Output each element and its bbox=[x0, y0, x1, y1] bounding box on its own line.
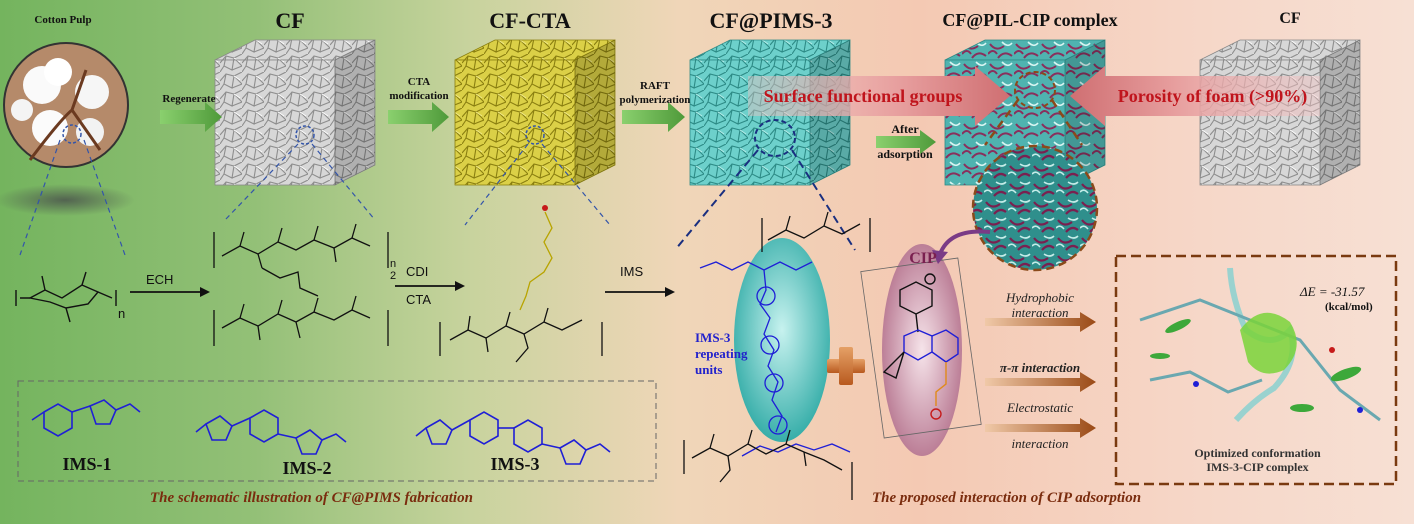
raft-polymerization-arrow bbox=[622, 102, 685, 132]
cip-label: CIP bbox=[909, 250, 937, 267]
ims3-label: IMS-3 bbox=[490, 454, 540, 474]
cotton-pulp-title: Cotton Pulp bbox=[34, 14, 92, 26]
conformation-box bbox=[1114, 254, 1398, 486]
energy-value: ΔE = -31.57 bbox=[1300, 284, 1365, 299]
cotton-pulp-photo bbox=[0, 42, 135, 216]
pi-pi-label: π-π interaction bbox=[999, 360, 1081, 375]
ech-label: ECH bbox=[146, 272, 174, 287]
zoom-curved-arrow bbox=[938, 229, 991, 255]
cip-molecule-oval bbox=[882, 244, 962, 456]
cf-pims3-title: CF@PIMS-3 bbox=[709, 8, 833, 33]
regenerate-label: Regenerate bbox=[162, 93, 216, 105]
raft-label-1: RAFT bbox=[640, 80, 670, 92]
energy-unit: (kcal/mol) bbox=[1325, 301, 1373, 313]
monomers-box bbox=[17, 380, 657, 482]
ims-label: IMS bbox=[620, 264, 644, 279]
electrostatic-label-1: Electrostatic bbox=[1007, 400, 1073, 415]
electrostatic-label-2: interaction bbox=[1011, 436, 1069, 451]
ims3-repeating-label: IMS-3 repeating units bbox=[695, 330, 765, 378]
cta-modification-label-2: modification bbox=[389, 90, 449, 102]
porosity-banner: Porosity of foam (>90%) bbox=[1117, 85, 1308, 106]
after-adsorption-label-2: adsorption bbox=[877, 147, 933, 161]
surface-functional-groups-banner: Surface functional groups bbox=[763, 85, 963, 106]
electrostatic-arrow bbox=[985, 418, 1096, 438]
hydrophobic-label-2: interaction bbox=[1011, 305, 1069, 320]
optimized-conformation-render bbox=[1139, 267, 1381, 423]
ims1-structure bbox=[31, 399, 141, 437]
conformation-caption-2: IMS-3-CIP complex bbox=[1206, 460, 1309, 474]
ims3-repeating-units-oval bbox=[734, 238, 830, 442]
left-caption: The schematic illustration of CF@PIMS fa… bbox=[150, 490, 473, 506]
ims3-structure bbox=[415, 411, 611, 465]
n2-subscript: n bbox=[390, 258, 397, 270]
fiber-zoom-circle bbox=[971, 144, 1099, 272]
raft-label-2: polymerization bbox=[619, 94, 691, 106]
regenerate-arrow bbox=[160, 102, 222, 132]
frac-den: 2 bbox=[390, 270, 397, 282]
cellulose-unit-structure bbox=[15, 271, 117, 323]
ims2-label: IMS-2 bbox=[282, 458, 332, 478]
ims2-structure bbox=[195, 409, 347, 455]
porosity-banner-arrow bbox=[1070, 66, 1320, 126]
after-adsorption-arrow bbox=[876, 130, 936, 154]
cf-pil-cip-title: CF@PIL-CIP complex bbox=[942, 10, 1118, 30]
ims3-repeating-label-1: IMS-3 bbox=[695, 330, 731, 345]
cta-label: CTA bbox=[406, 292, 432, 307]
hydrophobic-arrow bbox=[985, 312, 1096, 332]
surface-banner-arrow bbox=[748, 66, 1010, 126]
pi-pi-arrow bbox=[985, 372, 1096, 392]
right-caption: The proposed interaction of CIP adsorpti… bbox=[872, 490, 1142, 506]
cf-title: CF bbox=[275, 8, 305, 33]
crosslinked-cellulose-structure bbox=[213, 223, 389, 346]
plus-sign bbox=[827, 347, 865, 385]
ims1-label: IMS-1 bbox=[62, 454, 112, 474]
conformation-caption-1: Optimized conformation bbox=[1194, 446, 1321, 460]
hydrophobic-label-1: Hydrophobic bbox=[1005, 290, 1075, 305]
conformation-caption: Optimized conformation IMS-3-CIP complex bbox=[1150, 446, 1365, 474]
cf-right-title: CF bbox=[1279, 10, 1301, 27]
cdi-label: CDI bbox=[406, 264, 429, 279]
cf-cta-structure bbox=[439, 205, 603, 363]
cf-foam-cube bbox=[214, 39, 376, 186]
cf-cta-title: CF-CTA bbox=[489, 8, 571, 33]
cta-modification-arrow bbox=[388, 102, 449, 132]
cta-modification-label-1: CTA bbox=[407, 76, 431, 88]
after-adsorption-label-1: After bbox=[891, 122, 919, 136]
ims3-repeating-label-2: repeating bbox=[695, 346, 748, 361]
cf-cta-foam-cube bbox=[454, 39, 616, 186]
n-subscript: n bbox=[118, 306, 126, 321]
cip-molecule-structure bbox=[882, 273, 959, 420]
hydrophobic-label: Hydrophobic interaction bbox=[985, 290, 1095, 320]
ims3-repeating-label-3: units bbox=[695, 362, 723, 377]
pims3-polymer-structure bbox=[683, 211, 871, 500]
